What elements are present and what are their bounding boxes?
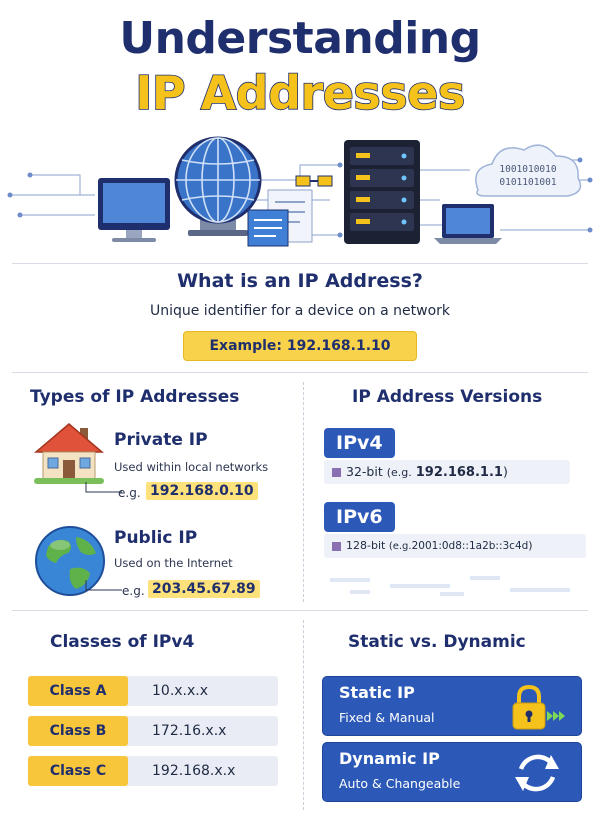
binary-text-2: 0101101001: [499, 177, 556, 188]
static-dynamic-heading: Static vs. Dynamic: [348, 632, 526, 652]
ipv4-bits: 32-bit: [346, 464, 383, 479]
ipv6-example: 2001:0d8::1a2b::3c4d: [411, 540, 529, 552]
class-range: 192.168.x.x: [152, 763, 236, 779]
class-range: 10.x.x.x: [152, 683, 209, 699]
private-ip-name: Private IP: [114, 430, 208, 450]
class-row: Class C 192.168.x.x: [28, 756, 278, 786]
title-line-1: Understanding: [119, 13, 481, 64]
binary-text-1: 1001010010: [499, 164, 556, 175]
connector-line: [85, 482, 122, 493]
decorative-pixels: [330, 576, 570, 596]
padlock-icon: [512, 684, 565, 730]
ipv6-badge: IPv6: [324, 502, 395, 532]
bullet-square-icon: [332, 542, 341, 551]
title-line-2: IP Addresses: [134, 65, 466, 121]
cloud-icon: 1001010010 0101101001: [475, 144, 582, 197]
static-ip-subtitle: Fixed & Manual: [339, 710, 435, 725]
refresh-arrows-icon: [515, 754, 559, 792]
dynamic-ip-subtitle: Auto & Changeable: [339, 776, 461, 791]
divider: [12, 610, 588, 611]
private-ip-desc: Used within local networks: [114, 460, 269, 474]
globe-icon: [174, 136, 262, 236]
ipv4-detail: 32-bit (e.g. 192.168.1.1): [324, 460, 570, 484]
ipv4-eg-close: ): [502, 464, 508, 479]
public-ip-example: 203.45.67.89: [148, 580, 260, 598]
dynamic-ip-card: Dynamic IP Auto & Changeable: [322, 742, 582, 802]
laptop-icon: [434, 204, 502, 244]
ipv4-example: 192.168.1.1: [415, 465, 503, 480]
ipv6-eg-open: (e.g.: [388, 541, 412, 552]
types-heading: Types of IP Addresses: [30, 387, 240, 407]
ipv6-bits: 128-bit: [346, 539, 386, 552]
static-ip-card: Static IP Fixed & Manual: [322, 676, 582, 736]
document-icon: [247, 189, 313, 247]
bullet-square-icon: [332, 468, 341, 477]
vertical-divider: [303, 620, 304, 810]
ipv6-eg-close: ): [528, 539, 533, 552]
vertical-divider: [303, 382, 304, 602]
ipv4-eg-open: (e.g.: [386, 466, 412, 479]
what-subtitle: Unique identifier for a device on a netw…: [149, 303, 451, 319]
versions-heading: IP Address Versions: [352, 387, 543, 407]
connector-line: [85, 580, 122, 591]
static-ip-title: Static IP: [339, 683, 415, 702]
divider: [12, 263, 588, 264]
class-label: Class C: [28, 756, 128, 786]
server-icon: [344, 140, 420, 244]
public-eg-label: e.g.: [122, 584, 145, 598]
classes-heading: Classes of IPv4: [50, 632, 195, 652]
monitor-icon: [98, 178, 170, 242]
connector-icon: [295, 175, 333, 187]
example-badge: Example: 192.168.1.10: [183, 331, 417, 361]
public-ip-name: Public IP: [114, 528, 198, 548]
dynamic-ip-title: Dynamic IP: [339, 749, 440, 768]
earth-icon: [35, 526, 105, 596]
class-label: Class A: [28, 676, 128, 706]
class-range: 172.16.x.x: [152, 723, 227, 739]
ipv6-detail: 128-bit (e.g.2001:0d8::1a2b::3c4d): [324, 534, 586, 558]
public-ip-desc: Used on the Internet: [114, 556, 233, 570]
class-row: Class A 10.x.x.x: [28, 676, 278, 706]
network-illustration: 1001010010 0101101001: [7, 136, 593, 247]
class-label: Class B: [28, 716, 128, 746]
class-row: Class B 172.16.x.x: [28, 716, 278, 746]
what-heading: What is an IP Address?: [177, 270, 423, 292]
private-eg-label: e.g.: [118, 486, 141, 500]
ipv4-badge: IPv4: [324, 428, 395, 458]
private-ip-example: 192.168.0.10: [146, 482, 258, 500]
divider: [12, 372, 588, 373]
house-icon: [34, 423, 104, 484]
